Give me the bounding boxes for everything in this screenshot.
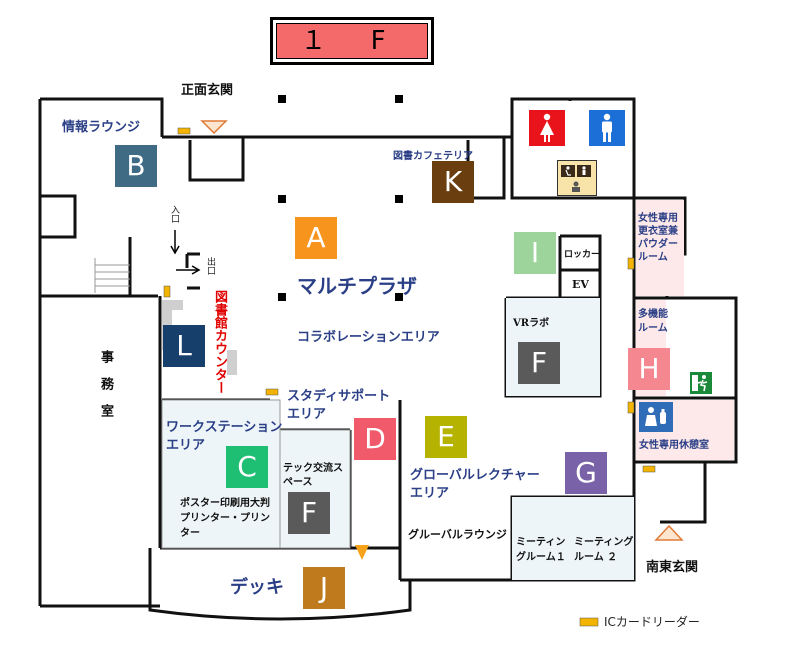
- zone-badge-f-vr-letter: F: [530, 346, 548, 379]
- entrance-gate-label: 入口: [169, 205, 179, 223]
- women-changing-room-label: 女性専用更衣室兼パウダールーム: [638, 213, 678, 263]
- zone-badge-k-letter: K: [443, 165, 463, 198]
- zone-badge-f-tech: F: [288, 492, 330, 534]
- zone-badge-l-letter: L: [176, 329, 192, 362]
- floor-title: １ F: [276, 23, 428, 59]
- accessible-restroom-icon: [557, 160, 597, 196]
- zone-badge-b: B: [115, 145, 157, 187]
- zone-badge-b-letter: B: [126, 149, 146, 182]
- zone-badge-g-letter: G: [575, 456, 597, 489]
- multipurpose-room-label: 多機能ルーム: [638, 309, 668, 334]
- zone-badge-j: J: [303, 567, 345, 609]
- vr-lab-label: VRラボ: [513, 318, 550, 329]
- zone-badge-d-letter: D: [364, 422, 386, 455]
- zone-badge-h-letter: H: [638, 352, 660, 385]
- zone-badge-d: D: [354, 418, 396, 460]
- zone-badge-i: I: [514, 232, 556, 274]
- zone-badge-j-letter: J: [319, 571, 329, 604]
- zone-badge-e: E: [425, 416, 467, 458]
- nursing-room-icon: [639, 402, 673, 432]
- multi-plaza-label: マルチプラザ: [297, 274, 417, 298]
- women-rest-room-label: 女性専用休憩室: [639, 440, 709, 451]
- zone-badge-k: K: [432, 161, 474, 203]
- library-cafeteria-label: 図書カフェテリア: [393, 151, 473, 162]
- women-restroom-icon: [529, 110, 565, 146]
- zone-badge-i-letter: I: [530, 236, 540, 269]
- library-counter-label: 図書館カウンター: [212, 290, 227, 394]
- collaboration-area-label: コラボレーションエリア: [297, 330, 440, 345]
- info-lounge-label: 情報ラウンジ: [62, 120, 141, 135]
- global-lounge-label: グルーバルラウンジ: [408, 528, 507, 541]
- elevator-label: EV: [572, 278, 589, 291]
- office-label: 事務室: [98, 350, 113, 431]
- workstation-area-label: ワークステーションエリア: [166, 420, 283, 453]
- tech-space-label: テック交流スペース: [283, 463, 343, 488]
- locker-label: ロッカー: [564, 250, 601, 260]
- poster-printer-label: ポスター印刷用大判プリンター・プリンター: [180, 498, 270, 539]
- global-lecture-label: グローバルレクチャーエリア: [410, 468, 540, 501]
- zone-badge-e-letter: E: [437, 420, 455, 453]
- ic-card-reader-legend: ICカードリーダー: [604, 615, 700, 629]
- exit-gate-label: 出口: [205, 257, 215, 275]
- study-support-label: スタディサポートエリア: [287, 389, 391, 422]
- zone-badge-f-tech-letter: F: [300, 496, 318, 529]
- emergency-exit-icon: [690, 372, 712, 394]
- meeting-room-1-label: ミーティングルーム１: [516, 537, 566, 563]
- zone-badge-h: H: [628, 348, 670, 390]
- zone-badge-c: C: [226, 446, 268, 488]
- zone-badge-l: L: [163, 325, 205, 367]
- southeast-entrance-label: 南東玄関: [646, 560, 699, 575]
- floor-title-box: １ F: [270, 17, 434, 65]
- zone-badge-f-vr: F: [518, 342, 560, 384]
- zone-badge-c-letter: C: [237, 450, 257, 483]
- zone-badge-g: G: [565, 452, 607, 494]
- men-restroom-icon: [589, 110, 625, 146]
- deck-label: デッキ: [230, 577, 284, 598]
- zone-badge-a: A: [295, 217, 337, 259]
- main-entrance-label: 正面玄関: [181, 83, 234, 98]
- meeting-room-2-label: ミーティングルーム ２: [574, 537, 634, 563]
- zone-badge-a-letter: A: [306, 221, 326, 254]
